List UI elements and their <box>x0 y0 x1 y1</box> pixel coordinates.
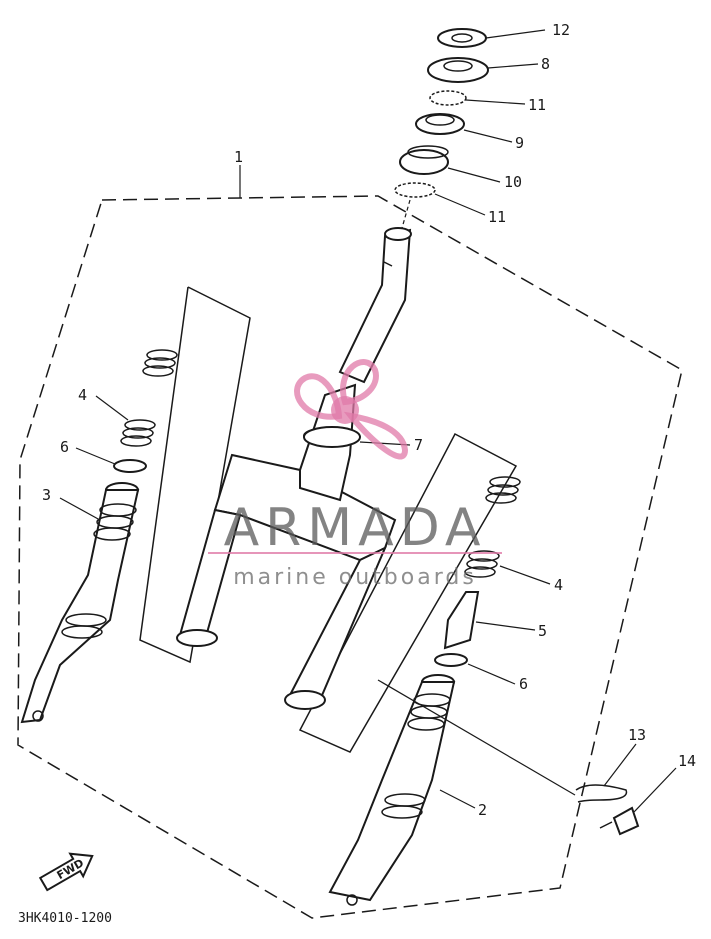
left-spring <box>120 349 178 447</box>
propeller-hub <box>331 396 359 424</box>
dust-seal <box>303 426 361 448</box>
callout-12: 12 <box>552 21 570 39</box>
callout-6-left: 6 <box>60 438 69 456</box>
right-ring <box>434 653 468 667</box>
callout-9: 9 <box>515 134 524 152</box>
lower-ball-race <box>394 182 436 198</box>
propeller-blade <box>294 373 343 420</box>
propeller-logo <box>294 359 409 460</box>
callout-6-right: 6 <box>519 675 528 693</box>
upper-bearing-race <box>415 113 465 135</box>
right-guide-bracket <box>298 432 518 753</box>
fwd-arrow: FWD <box>38 852 94 892</box>
damper-rod <box>443 591 480 650</box>
upper-ball-race <box>429 90 467 106</box>
hose-clip <box>575 784 628 803</box>
diagram-code: 3HK4010-1200 <box>18 911 112 926</box>
propeller-blade <box>340 359 379 406</box>
watermark: ARMADA marine outboards <box>208 359 502 590</box>
bolt <box>599 806 640 836</box>
bearing-cover <box>427 57 489 83</box>
callouts: 12 8 11 9 10 11 1 4 6 3 7 4 5 6 13 14 2 <box>42 21 696 819</box>
callout-10: 10 <box>504 173 522 191</box>
callout-7: 7 <box>414 436 423 454</box>
watermark-brand: ARMADA <box>224 498 487 558</box>
callout-4-left: 4 <box>78 386 87 404</box>
propeller-blade <box>343 411 409 460</box>
ring-nut <box>437 28 487 48</box>
lower-bearing-race <box>399 145 449 175</box>
callout-13: 13 <box>628 726 646 744</box>
callout-4-right: 4 <box>554 576 563 594</box>
callout-11-upper: 11 <box>528 96 546 114</box>
callout-3: 3 <box>42 486 51 504</box>
callout-2: 2 <box>478 801 487 819</box>
callout-1: 1 <box>234 148 243 166</box>
callout-14: 14 <box>678 752 696 770</box>
assembly-boundary <box>17 195 683 919</box>
left-ring <box>113 459 147 473</box>
left-guide-bracket <box>139 286 251 664</box>
callout-8: 8 <box>541 55 550 73</box>
right-spring <box>464 476 521 578</box>
steering-stem <box>338 227 412 384</box>
watermark-tagline: marine outboards <box>233 565 477 590</box>
callout-5: 5 <box>538 622 547 640</box>
right-outer-tube <box>328 674 456 906</box>
left-outer-tube <box>20 482 140 724</box>
callout-11-lower: 11 <box>488 208 506 226</box>
leader-lines <box>59 29 677 813</box>
